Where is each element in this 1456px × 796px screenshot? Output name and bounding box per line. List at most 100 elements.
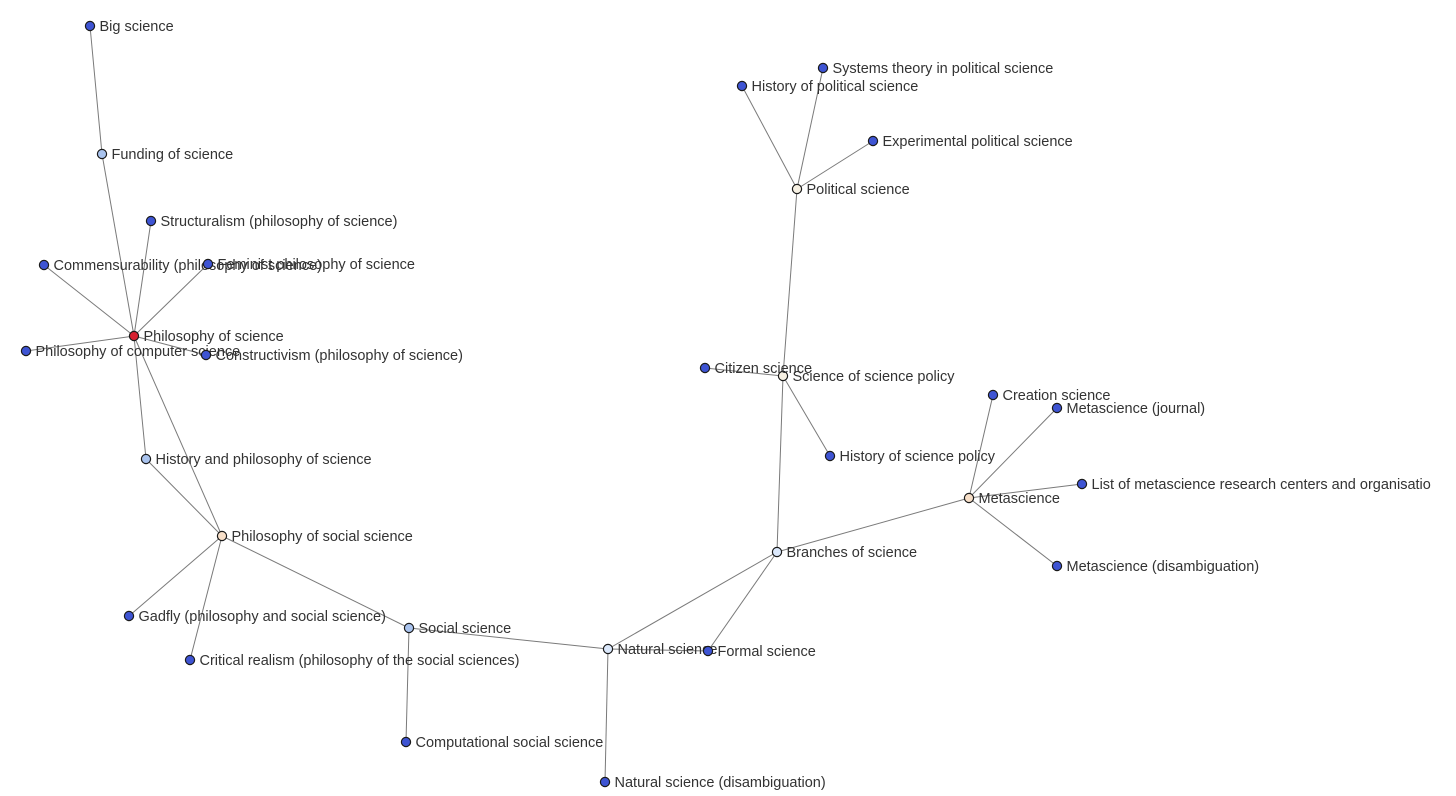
node-commens[interactable]: Commensurability (philosophy of science) (38, 258, 322, 274)
node-marker[interactable] (84, 20, 96, 32)
node-label: Science of science policy (793, 369, 956, 385)
node-label: Social science (419, 621, 512, 637)
edge-construct-philsci (133, 335, 207, 356)
node-philcomp[interactable]: Philosophy of computer science (20, 344, 241, 360)
node-feminist[interactable]: Feminist philosophy of science (202, 257, 415, 273)
node-funding[interactable]: Funding of science (96, 147, 234, 163)
node-marker[interactable] (128, 330, 140, 342)
node-branches[interactable]: Branches of science (771, 545, 918, 561)
node-marker[interactable] (702, 645, 714, 657)
edge-natsci-branches (607, 551, 778, 650)
node-label: List of metascience research centers and… (1092, 477, 1431, 493)
node-compsoc[interactable]: Computational social science (400, 735, 604, 751)
node-marker[interactable] (602, 643, 614, 655)
node-marker[interactable] (791, 183, 803, 195)
node-struct[interactable]: Structuralism (philosophy of science) (145, 214, 398, 230)
node-label: Philosophy of science (144, 329, 284, 345)
edge-meta-metadis (968, 497, 1058, 567)
node-marker[interactable] (777, 370, 789, 382)
edge-formal-branches (707, 551, 778, 652)
node-histpol[interactable]: History of political science (736, 79, 919, 95)
node-big[interactable]: Big science (84, 19, 174, 35)
node-label: Systems theory in political science (833, 61, 1054, 77)
node-metadis[interactable]: Metascience (disambiguation) (1051, 559, 1259, 575)
node-philsci[interactable]: Philosophy of science (128, 329, 284, 345)
edge-polsci-histpol (741, 85, 798, 190)
node-marker[interactable] (20, 345, 32, 357)
node-marker[interactable] (184, 654, 196, 666)
node-marker[interactable] (736, 80, 748, 92)
node-marker[interactable] (867, 135, 879, 147)
node-marker[interactable] (1051, 560, 1063, 572)
node-label: Critical realism (philosophy of the soci… (200, 653, 520, 669)
edge-scipol-histscipol (782, 375, 831, 457)
node-natsci[interactable]: Natural science (602, 642, 718, 658)
node-label: Commensurability (philosophy of science) (54, 258, 322, 274)
edge-philcomp-philsci (25, 335, 135, 352)
edge-feminist-philsci (133, 263, 209, 337)
node-marker[interactable] (140, 453, 152, 465)
node-label: History of political science (752, 79, 919, 95)
node-critreal[interactable]: Critical realism (philosophy of the soci… (184, 653, 520, 669)
node-label: Natural science (disambiguation) (615, 775, 826, 791)
node-marker[interactable] (38, 259, 50, 271)
node-marker[interactable] (400, 736, 412, 748)
node-marker[interactable] (200, 349, 212, 361)
node-histphil[interactable]: History and philosophy of science (140, 452, 372, 468)
node-marker[interactable] (123, 610, 135, 622)
node-label: Computational social science (416, 735, 604, 751)
node-meta[interactable]: Metascience (963, 491, 1060, 507)
node-marker[interactable] (771, 546, 783, 558)
node-label: Branches of science (787, 545, 918, 561)
node-label: Structuralism (philosophy of science) (161, 214, 398, 230)
edge-funding-philsci (101, 153, 135, 337)
edge-scipol-citizen (704, 367, 784, 377)
node-metajournal[interactable]: Metascience (journal) (1051, 401, 1205, 417)
node-label: Formal science (718, 644, 816, 660)
node-citizen[interactable]: Citizen science (699, 361, 813, 377)
node-marker[interactable] (963, 492, 975, 504)
node-marker[interactable] (599, 776, 611, 788)
edge-polsci-exppol (796, 140, 874, 190)
node-philsoc[interactable]: Philosophy of social science (216, 529, 413, 545)
node-construct[interactable]: Constructivism (philosophy of science) (200, 348, 463, 364)
edge-meta-metalist (968, 483, 1083, 499)
node-marker[interactable] (96, 148, 108, 160)
node-marker[interactable] (403, 622, 415, 634)
node-marker[interactable] (824, 450, 836, 462)
node-gadfly[interactable]: Gadfly (philosophy and social science) (123, 609, 386, 625)
node-label: Creation science (1003, 388, 1111, 404)
node-marker[interactable] (987, 389, 999, 401)
node-label: Citizen science (715, 361, 813, 377)
node-histscipol[interactable]: History of science policy (824, 449, 996, 465)
node-marker[interactable] (1076, 478, 1088, 490)
node-marker[interactable] (145, 215, 157, 227)
node-label: Funding of science (112, 147, 234, 163)
edge-big-funding (89, 25, 103, 155)
node-label: Philosophy of computer science (36, 344, 241, 360)
node-label: Natural science (618, 642, 718, 658)
edge-polsci-systems (796, 67, 824, 190)
node-label: Constructivism (philosophy of science) (216, 348, 463, 364)
node-creation[interactable]: Creation science (987, 388, 1111, 404)
node-formal[interactable]: Formal science (702, 644, 816, 660)
node-natdis[interactable]: Natural science (disambiguation) (599, 775, 826, 791)
edge-natsci-natdis (604, 648, 609, 783)
node-label: Political science (807, 182, 910, 198)
node-systems[interactable]: Systems theory in political science (817, 61, 1054, 77)
node-marker[interactable] (699, 362, 711, 374)
node-marker[interactable] (202, 258, 214, 270)
node-marker[interactable] (1051, 402, 1063, 414)
edge-scipol-polsci (782, 188, 798, 377)
edge-layer (25, 25, 1083, 783)
node-marker[interactable] (216, 530, 228, 542)
node-exppol[interactable]: Experimental political science (867, 134, 1073, 150)
node-marker[interactable] (817, 62, 829, 74)
node-scipol[interactable]: Science of science policy (777, 369, 956, 385)
edge-socsci-natsci (408, 627, 609, 650)
node-socsci[interactable]: Social science (403, 621, 512, 637)
node-label: History of science policy (840, 449, 996, 465)
node-metalist[interactable]: List of metascience research centers and… (1076, 477, 1431, 493)
node-polsci[interactable]: Political science (791, 182, 910, 198)
